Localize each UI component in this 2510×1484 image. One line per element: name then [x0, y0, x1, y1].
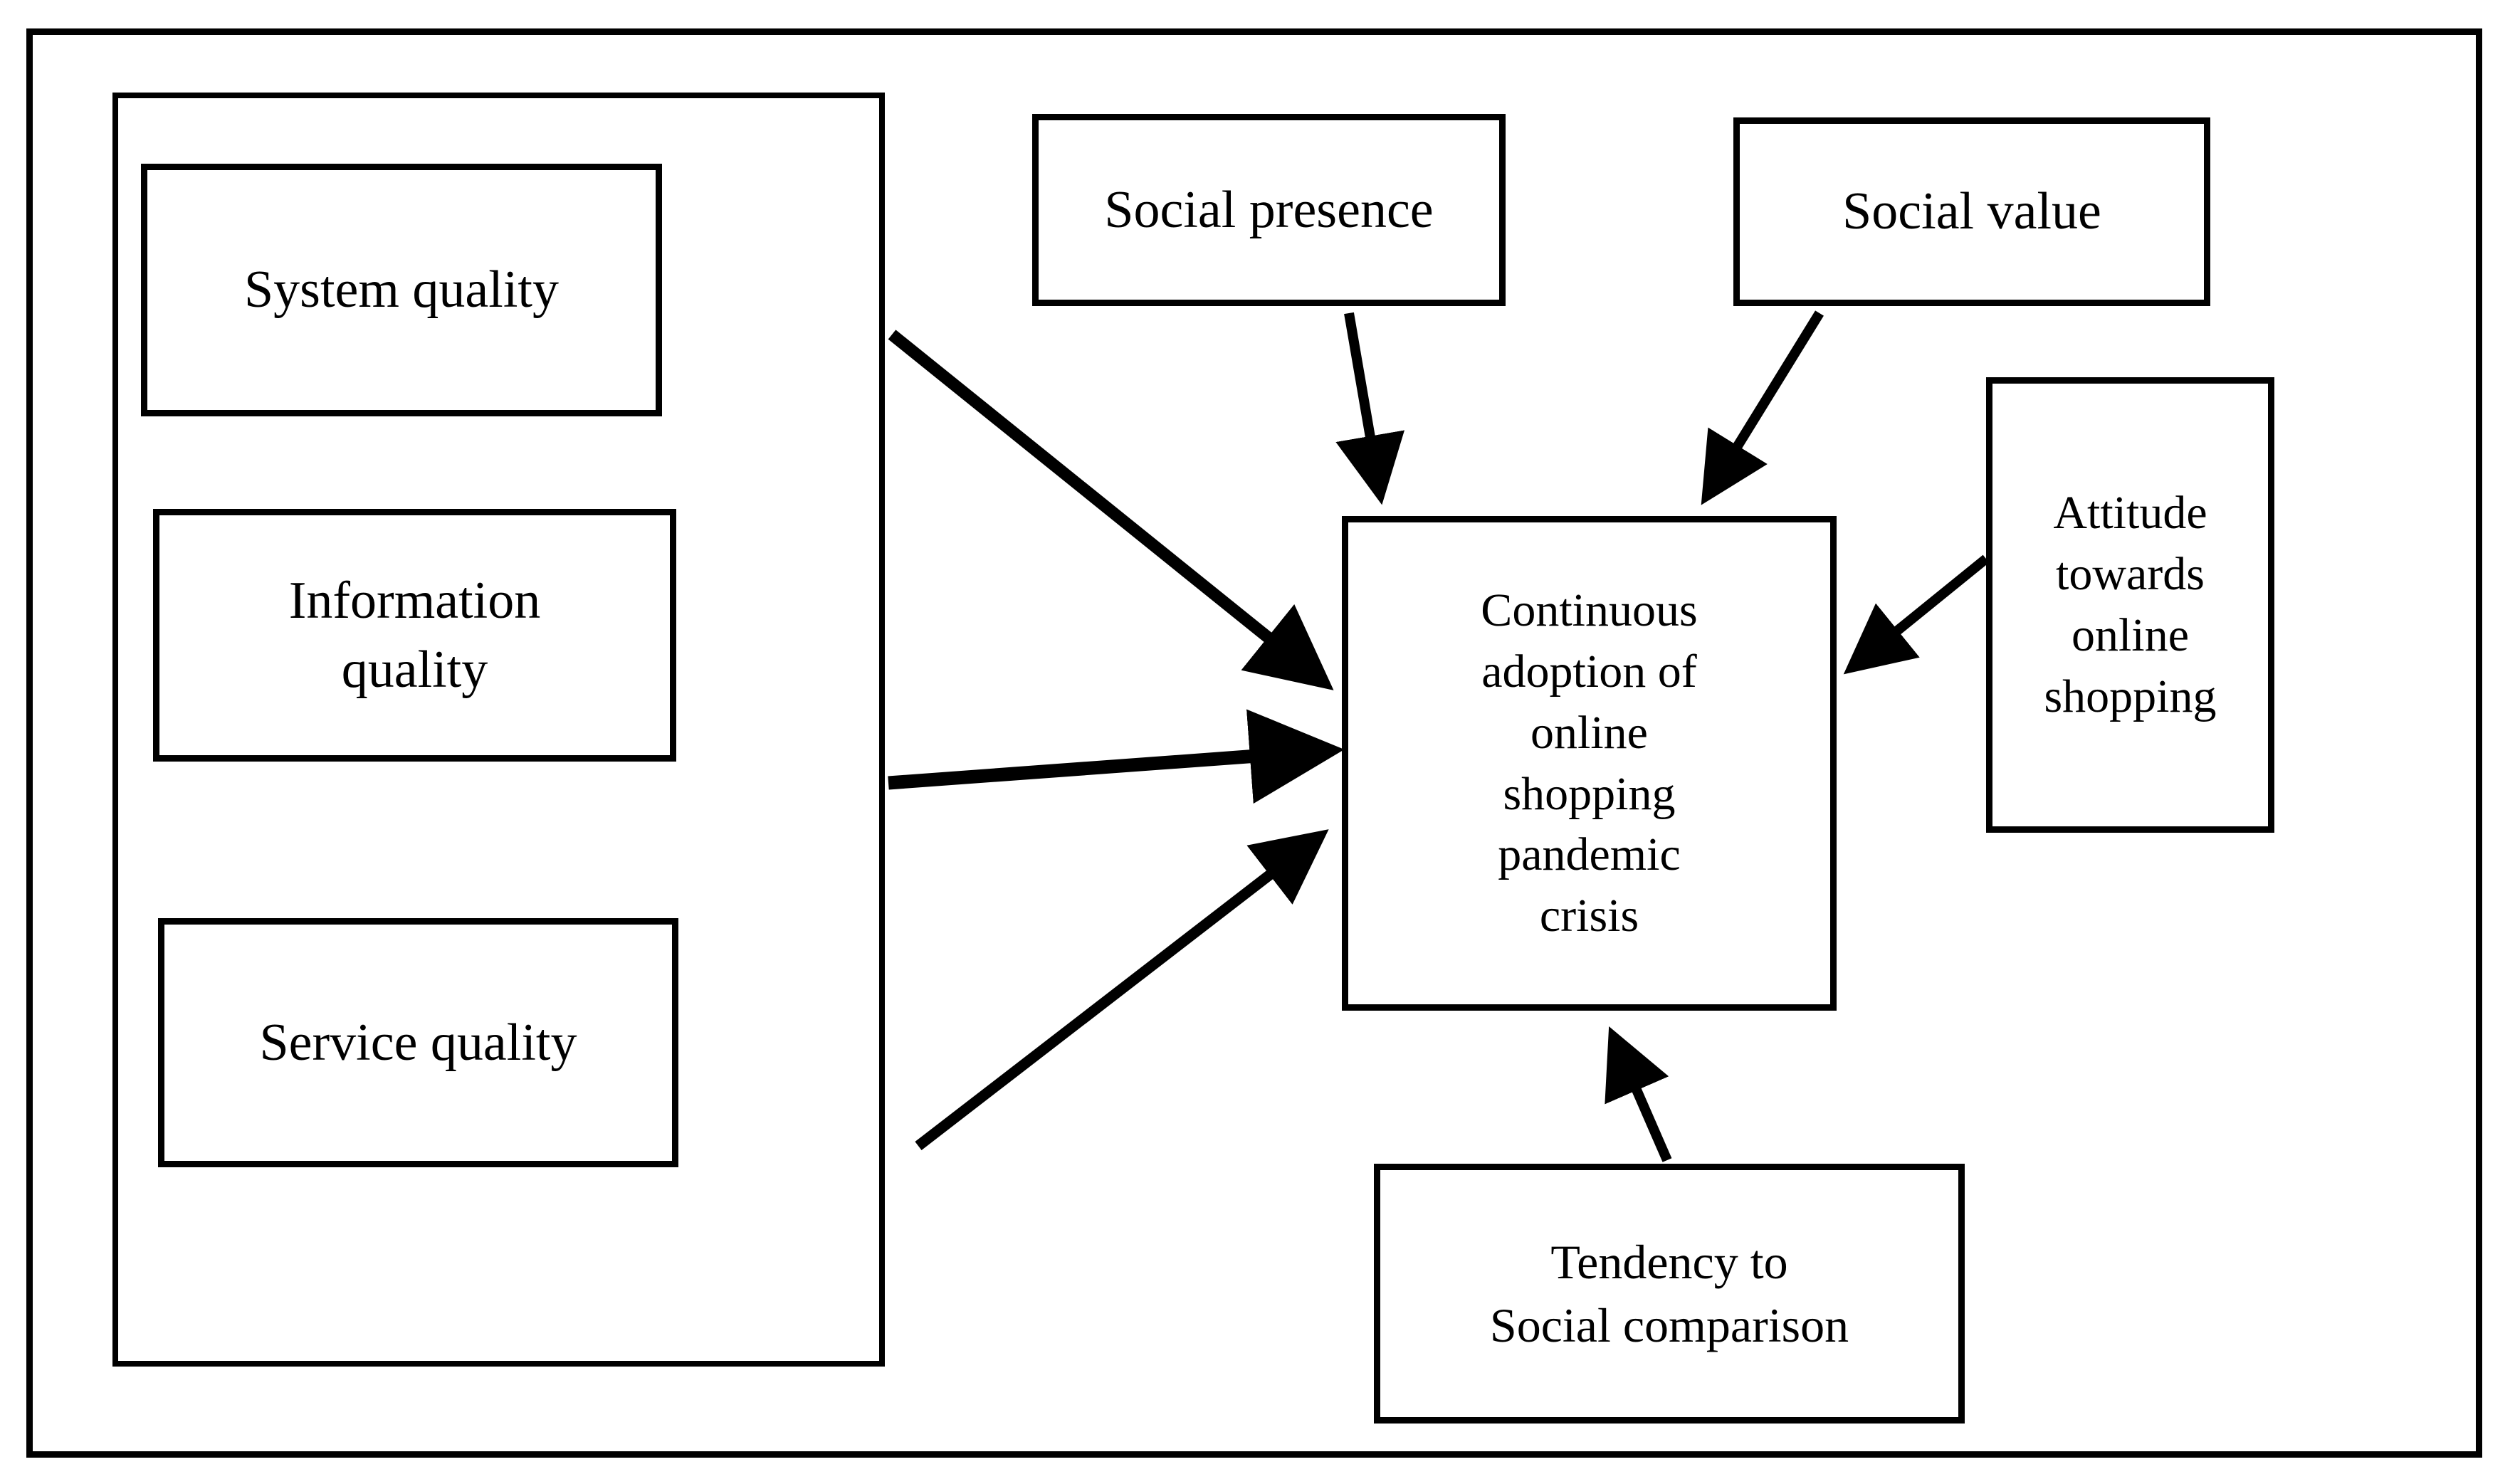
edge-social-presence-to-central — [1335, 312, 1405, 505]
edge-system-quality-to-central — [888, 330, 1334, 690]
node-social-value[interactable]: Social value — [1733, 117, 2210, 306]
edge-social-value-to-central — [1701, 310, 1824, 505]
node-tendency-to-social-comparison[interactable]: Tendency to Social comparison — [1374, 1164, 1965, 1424]
node-service-quality-label: Service quality — [259, 1013, 577, 1072]
node-continuous-adoption-outcome[interactable]: Continuous adoption of online shopping p… — [1342, 516, 1837, 1011]
node-service-quality[interactable]: Service quality — [158, 918, 678, 1167]
edge-tendency-to-central — [1605, 1026, 1672, 1162]
node-attitude-towards-online-shopping[interactable]: Attitude towards online shopping — [1986, 377, 2274, 833]
edge-information-quality-to-central — [888, 709, 1345, 804]
edge-service-quality-to-central — [915, 829, 1329, 1150]
node-information-quality-label: Information quality — [288, 572, 541, 699]
node-attitude-towards-online-shopping-label: Attitude towards online shopping — [2044, 487, 2217, 722]
node-social-presence-label: Social presence — [1104, 180, 1434, 239]
node-continuous-adoption-outcome-label: Continuous adoption of online shopping p… — [1481, 584, 1698, 942]
quality-group-container — [112, 93, 885, 1367]
edge-attitude-to-central — [1843, 554, 1990, 675]
node-system-quality[interactable]: System quality — [141, 164, 662, 416]
node-social-presence[interactable]: Social presence — [1032, 114, 1506, 306]
node-tendency-to-social-comparison-label: Tendency to Social comparison — [1489, 1235, 1849, 1352]
outer-frame-border — [26, 28, 2482, 1458]
node-information-quality[interactable]: Information quality — [153, 509, 676, 762]
node-system-quality-label: System quality — [244, 261, 559, 320]
node-social-value-label: Social value — [1842, 182, 2101, 241]
